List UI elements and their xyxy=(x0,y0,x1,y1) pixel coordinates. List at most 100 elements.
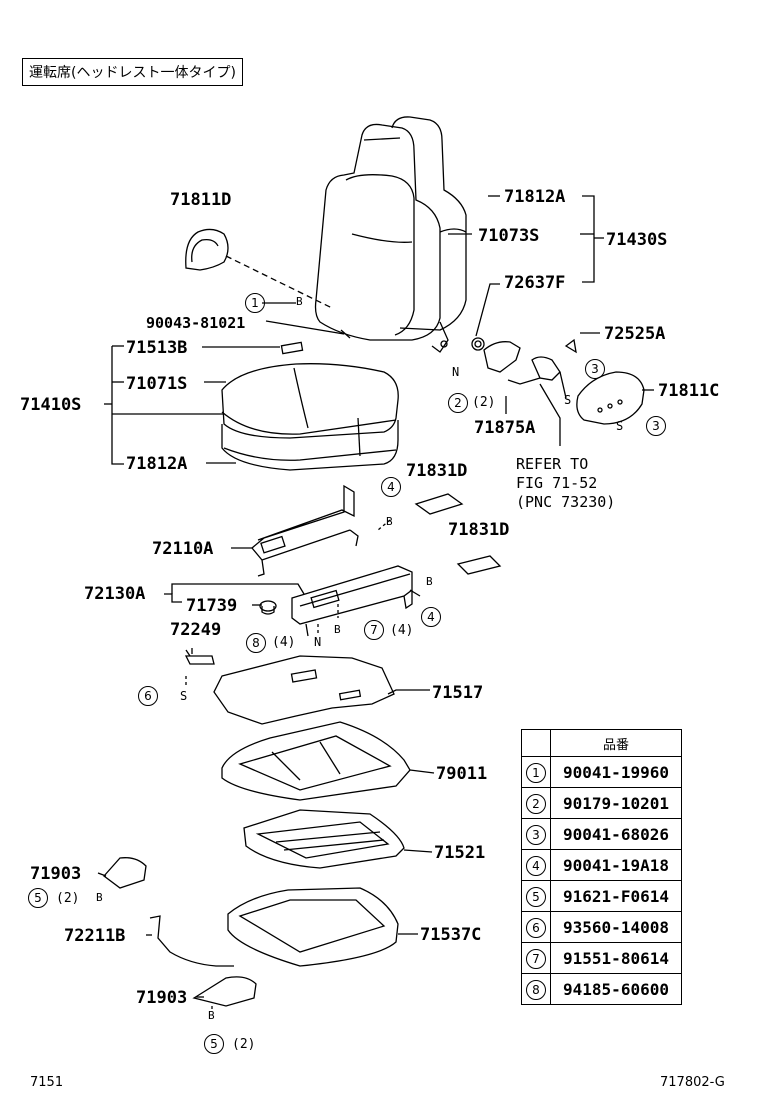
callout-3-a: 3 xyxy=(585,359,605,379)
qty-4-a: (4) xyxy=(390,623,414,638)
label-72525A: 72525A xyxy=(604,324,666,344)
label-79011: 79011 xyxy=(436,764,488,784)
callout-B-5: B xyxy=(96,891,103,904)
row-key-circle: 3 xyxy=(526,824,546,845)
seat-cushion xyxy=(221,363,399,471)
recliner-parts xyxy=(471,337,645,425)
row-key-circle: 5 xyxy=(526,886,546,907)
row-part-number: 93560-14008 xyxy=(550,911,682,943)
label-71073S: 71073S xyxy=(478,226,540,246)
label-71537C: 71537C xyxy=(420,925,482,945)
part-79011-shape xyxy=(221,721,411,801)
row-part-number: 91551-80614 xyxy=(550,942,682,974)
row-key-circle: 6 xyxy=(526,917,546,938)
part-71517-shape xyxy=(213,655,395,725)
callout-B-4: B xyxy=(334,623,341,636)
table-header-partno: 品番 xyxy=(550,729,682,757)
label-71812A-bottom: 71812A xyxy=(126,454,188,474)
label-71739: 71739 xyxy=(186,596,238,616)
part-71811D-shape xyxy=(185,228,229,271)
label-71811C: 71811C xyxy=(658,381,720,401)
seat-track-upper xyxy=(251,484,359,577)
label-71903-b: 71903 xyxy=(136,988,188,1008)
part-71537C-shape xyxy=(227,887,399,967)
label-72249: 72249 xyxy=(170,620,222,640)
row-key-circle: 2 xyxy=(526,793,546,814)
qty-4-b: (4) xyxy=(272,635,296,650)
callout-B-3: B xyxy=(426,575,433,588)
callout-S-2: S xyxy=(616,419,624,433)
refer-line-1: REFER TO xyxy=(516,455,589,473)
label-71812A-top: 71812A xyxy=(504,187,566,207)
row-part-number: 91621-F0614 xyxy=(550,880,682,912)
callout-2: 2 xyxy=(448,393,468,413)
callout-4-a: 4 xyxy=(381,477,401,497)
part-71521-shape xyxy=(243,809,405,869)
label-71410S: 71410S xyxy=(20,395,82,415)
callout-N-2: N xyxy=(314,635,322,649)
label-90043-81021: 90043-81021 xyxy=(146,314,246,332)
callout-3-b: 3 xyxy=(646,416,666,436)
row-key-circle: 4 xyxy=(526,855,546,876)
callout-8: 8 xyxy=(246,633,266,653)
seat-back xyxy=(314,116,467,353)
callout-B-1: B xyxy=(296,295,303,308)
label-71513B: 71513B xyxy=(126,338,188,358)
callout-1: 1 xyxy=(245,293,265,313)
label-71831D-b: 71831D xyxy=(448,520,510,540)
qty-2-b: (2) xyxy=(56,891,80,906)
label-71517: 71517 xyxy=(432,683,484,703)
callout-N-1: N xyxy=(452,365,460,379)
callout-5-b: 5 xyxy=(204,1034,224,1054)
label-72110A: 72110A xyxy=(152,539,214,559)
row-key-circle: 8 xyxy=(526,979,546,1000)
label-71875A: 71875A xyxy=(474,418,536,438)
callout-7: 7 xyxy=(364,620,384,640)
leader-lines xyxy=(97,195,654,1012)
footer-left-code: 7151 xyxy=(30,1075,64,1090)
part-72211B-shape xyxy=(149,915,234,967)
callout-B-6: B xyxy=(208,1009,215,1022)
seat-track-lower xyxy=(291,565,413,637)
callout-S-1: S xyxy=(564,393,572,407)
callout-4-b: 4 xyxy=(421,607,441,627)
row-part-number: 90041-68026 xyxy=(550,818,682,850)
callout-B-2: B xyxy=(386,515,393,528)
label-72211B: 72211B xyxy=(64,926,126,946)
row-key-circle: 7 xyxy=(526,948,546,969)
label-71430S: 71430S xyxy=(606,230,668,250)
label-71831D-a: 71831D xyxy=(406,461,468,481)
row-part-number: 90041-19960 xyxy=(550,756,682,788)
row-part-number: 94185-60600 xyxy=(550,973,682,1005)
qty-2-c: (2) xyxy=(232,1037,256,1052)
label-72637F: 72637F xyxy=(504,273,566,293)
label-71903-a: 71903 xyxy=(30,864,82,884)
row-part-number: 90041-19A18 xyxy=(550,849,682,881)
callout-6: 6 xyxy=(138,686,158,706)
diagram-title: 運転席(ヘッドレスト一体タイプ) xyxy=(22,58,243,86)
callout-S-3: S xyxy=(180,689,188,703)
footer-right-code: 717802-G xyxy=(660,1075,725,1090)
label-71811D: 71811D xyxy=(170,190,232,210)
label-71071S: 71071S xyxy=(126,374,188,394)
table-header-row: 品番 xyxy=(521,729,682,757)
row-part-number: 90179-10201 xyxy=(550,787,682,819)
label-71521: 71521 xyxy=(434,843,486,863)
callout-5-a: 5 xyxy=(28,888,48,908)
row-key-circle: 1 xyxy=(526,762,546,783)
refer-line-2: FIG 71-52 xyxy=(516,474,598,492)
qty-2-a: (2) xyxy=(472,395,496,410)
refer-line-3: (PNC 73230) xyxy=(516,493,616,511)
label-72130A: 72130A xyxy=(84,584,146,604)
